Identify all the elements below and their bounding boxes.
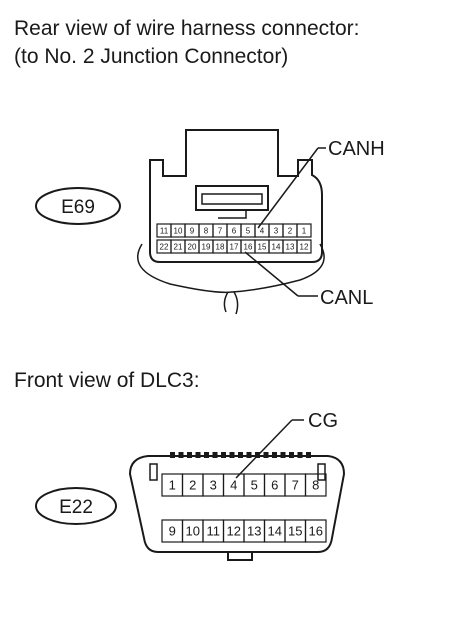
dlc3-pin-cell [304, 519, 327, 543]
dlc3-left-key [149, 463, 158, 481]
dlc3-serration [187, 452, 192, 458]
dlc3-pin-number: 6 [271, 478, 278, 493]
cg-label: CG [308, 410, 338, 432]
e69-pin-number: 12 [300, 242, 309, 251]
e69-pin-number: 22 [160, 242, 169, 251]
e69-pin-cell [296, 223, 312, 238]
e69-pin-number: 19 [202, 242, 211, 251]
dlc3-serration [212, 452, 218, 458]
canl-leader [244, 251, 299, 297]
e69-pin-number: 20 [188, 242, 197, 251]
dlc3-pin-number: 16 [309, 524, 323, 539]
e69-pin-number: 7 [218, 226, 223, 235]
dlc3-pin-number: 1 [169, 478, 176, 493]
dlc-heading: Front view of DLC3: [14, 369, 200, 392]
e69-pin-number: 9 [190, 226, 195, 235]
e69-pin-number: 18 [216, 242, 225, 251]
canh-label: CANH [328, 138, 385, 160]
dlc3-serration [280, 452, 286, 458]
dlc3-right-key [317, 463, 326, 481]
cg-leader [235, 419, 293, 479]
dlc3-serration [195, 452, 201, 458]
dlc3-pin-number: 7 [292, 478, 299, 493]
dlc3-pin-number: 5 [251, 478, 258, 493]
e69-pin-number: 21 [174, 242, 183, 251]
e69-pin-number: 1 [302, 226, 307, 235]
dlc3-pin-number: 2 [189, 478, 196, 493]
e69-pin-number: 5 [246, 226, 251, 235]
dlc3-serration [238, 452, 243, 458]
dlc3-pin-number: 10 [186, 524, 200, 539]
dlc3-pin-number: 14 [268, 524, 282, 539]
e22-id-label: E22 [59, 497, 93, 518]
e69-pin-number: 17 [230, 242, 239, 251]
e69-pin-number: 13 [286, 242, 295, 251]
e69-wire-tail [223, 291, 239, 315]
e69-pin-number: 6 [232, 226, 237, 235]
e69-pin-number: 11 [160, 226, 169, 235]
e69-pin-number: 10 [174, 226, 183, 235]
e69-pin-cell [296, 239, 312, 254]
dlc3-serration [289, 452, 294, 458]
e69-pin-number: 16 [244, 242, 253, 251]
dlc3-pin-number: 12 [227, 524, 241, 539]
dlc3-serration [263, 452, 269, 458]
e69-wire-loop [137, 243, 325, 294]
dlc3-serration [272, 452, 277, 458]
e22-id-bubble [35, 487, 117, 525]
dlc3-serration [204, 452, 209, 458]
dlc3-body [128, 455, 346, 553]
dlc3-pin-number: 8 [312, 478, 319, 493]
e69-pin-number: 3 [274, 226, 279, 235]
dlc3-serration [306, 452, 311, 458]
e69-pin-number: 4 [260, 226, 265, 235]
dlc3-pin-number: 9 [169, 524, 176, 539]
canh-leader [257, 147, 319, 229]
dlc3-serration [297, 452, 303, 458]
dlc3-top-serrations [170, 452, 311, 458]
dlc3-pin-number: 11 [207, 524, 221, 539]
dlc3-pin-number: 13 [247, 524, 261, 539]
dlc3-serration [170, 452, 175, 458]
dlc3-serration [246, 452, 252, 458]
dlc3-pin-number: 4 [230, 478, 237, 493]
e69-latch-inner [201, 193, 263, 205]
e69-pin-number: 8 [204, 226, 209, 235]
e69-pin-number: 2 [288, 226, 293, 235]
dlc3-pin-cell [304, 473, 327, 497]
dlc3-pin-number: 15 [288, 524, 302, 539]
dlc3-serration [229, 452, 235, 458]
dlc3-serration [178, 452, 184, 458]
e69-pin-number: 14 [272, 242, 281, 251]
e69-connector-body [149, 129, 323, 263]
canl-label: CANL [320, 287, 373, 309]
dlc3-bottom-tab [227, 552, 253, 561]
e69-latch [195, 185, 269, 211]
e69-id-bubble [35, 187, 121, 225]
e69-center-key [218, 209, 247, 219]
e69-pin-number: 15 [258, 242, 267, 251]
harness-heading-line1: Rear view of wire harness connector: [14, 17, 360, 40]
e69-id-label: E69 [61, 197, 95, 218]
harness-heading-line2: (to No. 2 Junction Connector) [14, 45, 289, 68]
dlc3-serration [221, 452, 226, 458]
dlc3-pin-number: 3 [210, 478, 217, 493]
